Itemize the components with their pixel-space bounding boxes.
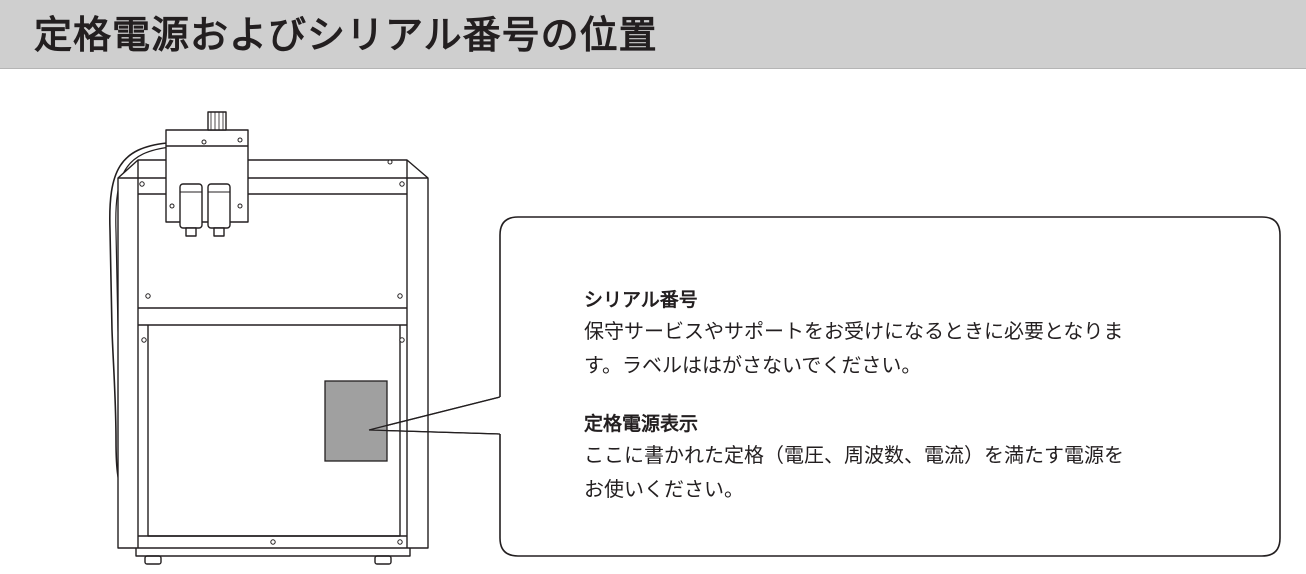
page-title: 定格電源およびシリアル番号の位置 <box>34 13 658 57</box>
serial-number-line-1: 保守サービスやサポートをお受けになるときに必要となりま <box>584 319 1124 343</box>
rating-heading: 定格電源表示 <box>584 413 699 435</box>
side-cable <box>109 142 168 497</box>
rating-serial-label <box>324 380 388 462</box>
rating-line-2: お使いください。 <box>584 477 744 501</box>
callout-text: シリアル番号 保守サービスやサポートをお受けになるときに必要となりま す。ラベル… <box>584 286 1244 506</box>
serial-number-heading: シリアル番号 <box>584 289 698 311</box>
filter-unit <box>165 129 249 223</box>
callout-box <box>499 216 1281 557</box>
rating-line-1: ここに書かれた定格（電圧、周波数、電流）を満たす電源を <box>584 443 1124 467</box>
title-bar: 定格電源およびシリアル番号の位置 <box>0 0 1306 69</box>
machine-body <box>117 159 429 549</box>
serial-number-line-2: す。ラベルははがさないでください。 <box>584 353 922 377</box>
